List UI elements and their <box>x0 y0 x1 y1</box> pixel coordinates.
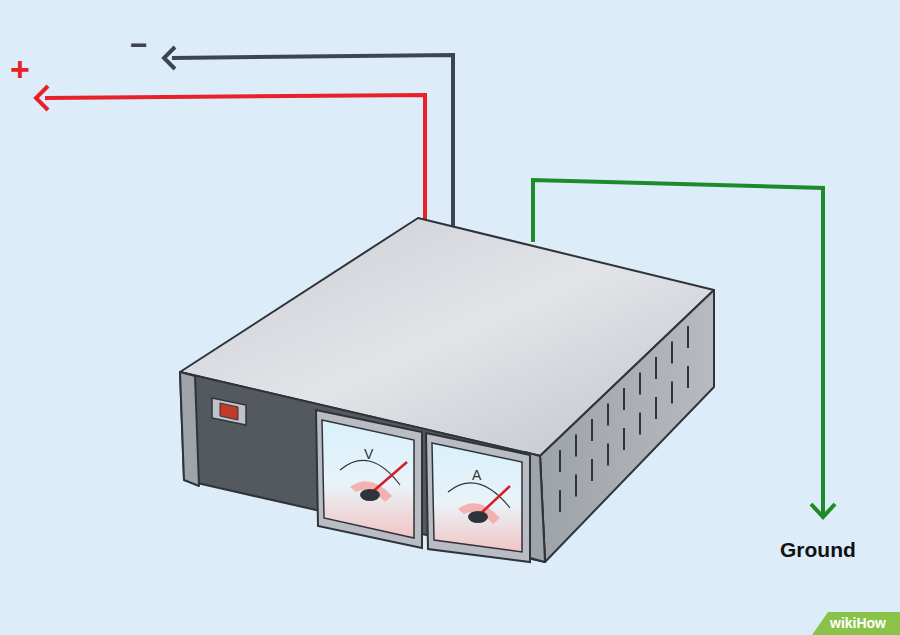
wire-label: Ground <box>780 539 856 560</box>
meter-label: A <box>472 468 481 482</box>
ammeter <box>426 433 530 562</box>
vent-slots <box>560 326 688 512</box>
polarity-label: + <box>10 52 30 86</box>
watermark: wikiHow <box>830 616 886 630</box>
power-switch <box>212 398 246 425</box>
power-supply-housing <box>180 218 714 562</box>
meter-label: V <box>364 447 373 461</box>
voltmeter <box>316 410 422 548</box>
watermark-tab <box>812 612 900 635</box>
polarity-label: − <box>130 30 148 60</box>
